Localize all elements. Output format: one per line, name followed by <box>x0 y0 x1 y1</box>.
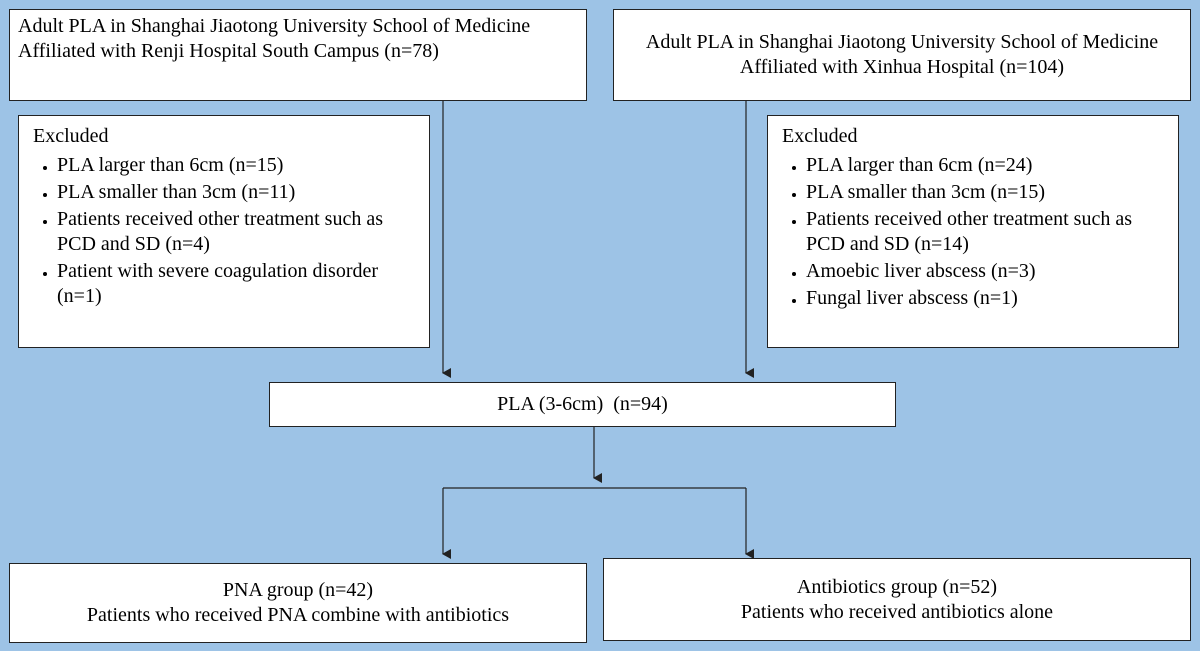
right-excluded-title: Excluded <box>782 125 858 147</box>
right-source-box: Adult PLA in Shanghai Jiaotong Universit… <box>613 9 1191 101</box>
left-excluded-box: Excluded PLA larger than 6cm (n=15) PLA … <box>18 115 430 348</box>
antibiotics-group-box: Antibiotics group (n=52) Patients who re… <box>603 558 1191 641</box>
list-item: PLA larger than 6cm (n=24) <box>806 153 1168 178</box>
pna-group-box: PNA group (n=42) Patients who received P… <box>9 563 587 643</box>
left-source-text: Adult PLA in Shanghai Jiaotong Universit… <box>18 15 531 62</box>
left-excluded-list: PLA larger than 6cm (n=15) PLA smaller t… <box>33 153 419 309</box>
list-item: PLA larger than 6cm (n=15) <box>57 153 419 178</box>
pna-group-title: PNA group (n=42) <box>222 579 374 601</box>
list-item: Fungal liver abscess (n=1) <box>806 286 1168 311</box>
merged-text: PLA (3-6cm) (n=94) <box>497 393 668 415</box>
right-excluded-list: PLA larger than 6cm (n=24) PLA smaller t… <box>782 153 1168 311</box>
antibiotics-group-desc: Patients who received antibiotics alone <box>740 600 1054 623</box>
list-item: Patients received other treatment such a… <box>57 207 419 257</box>
list-item: PLA smaller than 3cm (n=15) <box>806 180 1168 205</box>
list-item: Patients received other treatment such a… <box>806 207 1168 257</box>
right-excluded-box: Excluded PLA larger than 6cm (n=24) PLA … <box>767 115 1179 348</box>
list-item: Amoebic liver abscess (n=3) <box>806 259 1168 284</box>
merged-box: PLA (3-6cm) (n=94) <box>269 382 896 427</box>
list-item: Patient with severe coagulation disorder… <box>57 259 419 309</box>
pna-group-desc: Patients who received PNA combine with a… <box>86 604 510 626</box>
left-excluded-title: Excluded <box>33 125 109 147</box>
right-source-text: Adult PLA in Shanghai Jiaotong Universit… <box>645 31 1159 78</box>
list-item: PLA smaller than 3cm (n=11) <box>57 180 419 205</box>
left-source-box: Adult PLA in Shanghai Jiaotong Universit… <box>9 9 587 101</box>
antibiotics-group-title: Antibiotics group (n=52) <box>796 575 998 598</box>
